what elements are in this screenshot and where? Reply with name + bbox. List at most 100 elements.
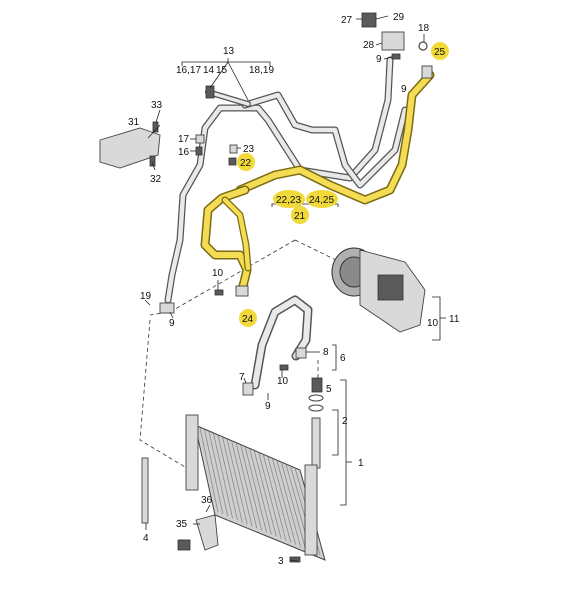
- pressure-switch: [205, 85, 215, 99]
- highlight-25: [431, 42, 449, 60]
- fitting-24: [235, 285, 249, 297]
- label-4: 4: [143, 533, 149, 544]
- label-3: 3: [278, 556, 284, 567]
- label-29: 29: [393, 12, 405, 23]
- condenser-fin: [226, 439, 248, 525]
- condenser-fin: [253, 450, 277, 537]
- o-ring-2: [308, 404, 324, 412]
- label-32: 32: [150, 174, 162, 185]
- label-27: 27: [341, 15, 353, 26]
- condenser: [185, 414, 326, 561]
- label-10-mid: 10: [212, 268, 224, 279]
- highlight-24: [239, 309, 257, 327]
- label-17: 17: [178, 134, 190, 145]
- yellow-pipe-lines: [200, 70, 435, 295]
- condenser-fin: [262, 454, 287, 541]
- label-9-condenser: 9: [265, 401, 271, 412]
- dashed-guide-lines: [139, 239, 341, 471]
- label-11: 11: [449, 314, 460, 325]
- condenser-fin: [204, 429, 224, 515]
- label-8: 8: [323, 347, 329, 358]
- highlight-markers: [237, 42, 449, 327]
- bolt-9-top: [391, 53, 401, 60]
- label-1: 1: [358, 458, 364, 469]
- bolt-33: [152, 121, 159, 133]
- grey-pipe-lines: [164, 56, 409, 390]
- bolt-3: [289, 556, 301, 563]
- label-14: 14: [203, 65, 215, 76]
- label-18: 18: [418, 23, 430, 34]
- drier-cartridge: [311, 417, 321, 469]
- grommet-35: [177, 539, 191, 551]
- condenser-fin: [240, 445, 263, 531]
- fitting-23: [229, 144, 238, 154]
- label-5: 5: [326, 384, 332, 395]
- condenser-fin: [267, 456, 292, 543]
- label-31: 31: [128, 117, 140, 128]
- label-6: 6: [340, 353, 346, 364]
- fitting-8: [295, 347, 307, 359]
- condenser-fin: [244, 446, 267, 533]
- condenser-fin: [249, 448, 272, 535]
- bracket-36: [195, 514, 219, 551]
- bracket-31: [99, 127, 161, 169]
- highlight-24-25: [306, 190, 338, 208]
- condenser-fin: [271, 458, 297, 545]
- condenser-fin: [276, 460, 301, 547]
- part-labels: 1 2 3 4 5 6 7 8 9 9 9 9 10 10 10 11 13 1…: [128, 12, 460, 567]
- condenser-fin: [199, 427, 219, 513]
- bolt-10-low: [279, 364, 289, 371]
- label-24: 24: [242, 314, 254, 325]
- condenser-fin: [213, 433, 233, 519]
- label-22: 22: [240, 158, 252, 169]
- label-24-25: 24,25: [309, 195, 334, 206]
- condenser-fin: [217, 435, 238, 521]
- fitting-25: [421, 65, 433, 79]
- label-25: 25: [434, 47, 446, 58]
- parts: [99, 12, 433, 563]
- highlight-22: [237, 153, 255, 171]
- label-18-19: 18,19: [249, 65, 274, 76]
- compressor: [331, 247, 426, 333]
- condenser-fin: [231, 441, 253, 527]
- label-19: 19: [140, 291, 152, 302]
- label-35: 35: [176, 519, 188, 530]
- label-9-right: 9: [401, 84, 407, 95]
- label-28: 28: [363, 40, 375, 51]
- washer-18: [418, 41, 428, 51]
- condenser-fin: [281, 462, 306, 549]
- highlight-21: [291, 206, 309, 224]
- leader-lines: [144, 15, 446, 562]
- bracket-27: [361, 12, 377, 28]
- label-36: 36: [201, 495, 213, 506]
- label-23: 23: [243, 144, 255, 155]
- label-10-low: 10: [277, 376, 289, 387]
- rod-4: [141, 457, 149, 524]
- label-22-23: 22,23: [276, 195, 301, 206]
- fitting-17: [195, 134, 205, 144]
- bracket-28: [381, 31, 405, 51]
- condenser-fin: [222, 437, 243, 523]
- label-33: 33: [151, 100, 163, 111]
- label-10-compressor: 10: [427, 318, 439, 329]
- bolt-10-mid: [214, 289, 224, 296]
- condenser-fin: [208, 431, 229, 517]
- label-2: 2: [342, 416, 348, 427]
- bolt-32: [149, 155, 156, 167]
- fitting-16: [195, 146, 203, 156]
- label-9-left: 9: [169, 318, 175, 329]
- fitting-19: [159, 302, 175, 314]
- label-15: 15: [216, 65, 228, 76]
- label-9-top: 9: [376, 54, 382, 65]
- condenser-fin: [258, 452, 282, 539]
- label-21: 21: [294, 211, 306, 222]
- o-ring: [308, 394, 324, 402]
- condenser-fin: [235, 443, 258, 529]
- label-16: 16: [178, 147, 190, 158]
- highlight-22-23: [273, 190, 305, 208]
- label-13: 13: [223, 46, 235, 57]
- fitting-7: [242, 382, 254, 396]
- fitting-22: [228, 157, 237, 166]
- drier-cap-5: [311, 377, 323, 393]
